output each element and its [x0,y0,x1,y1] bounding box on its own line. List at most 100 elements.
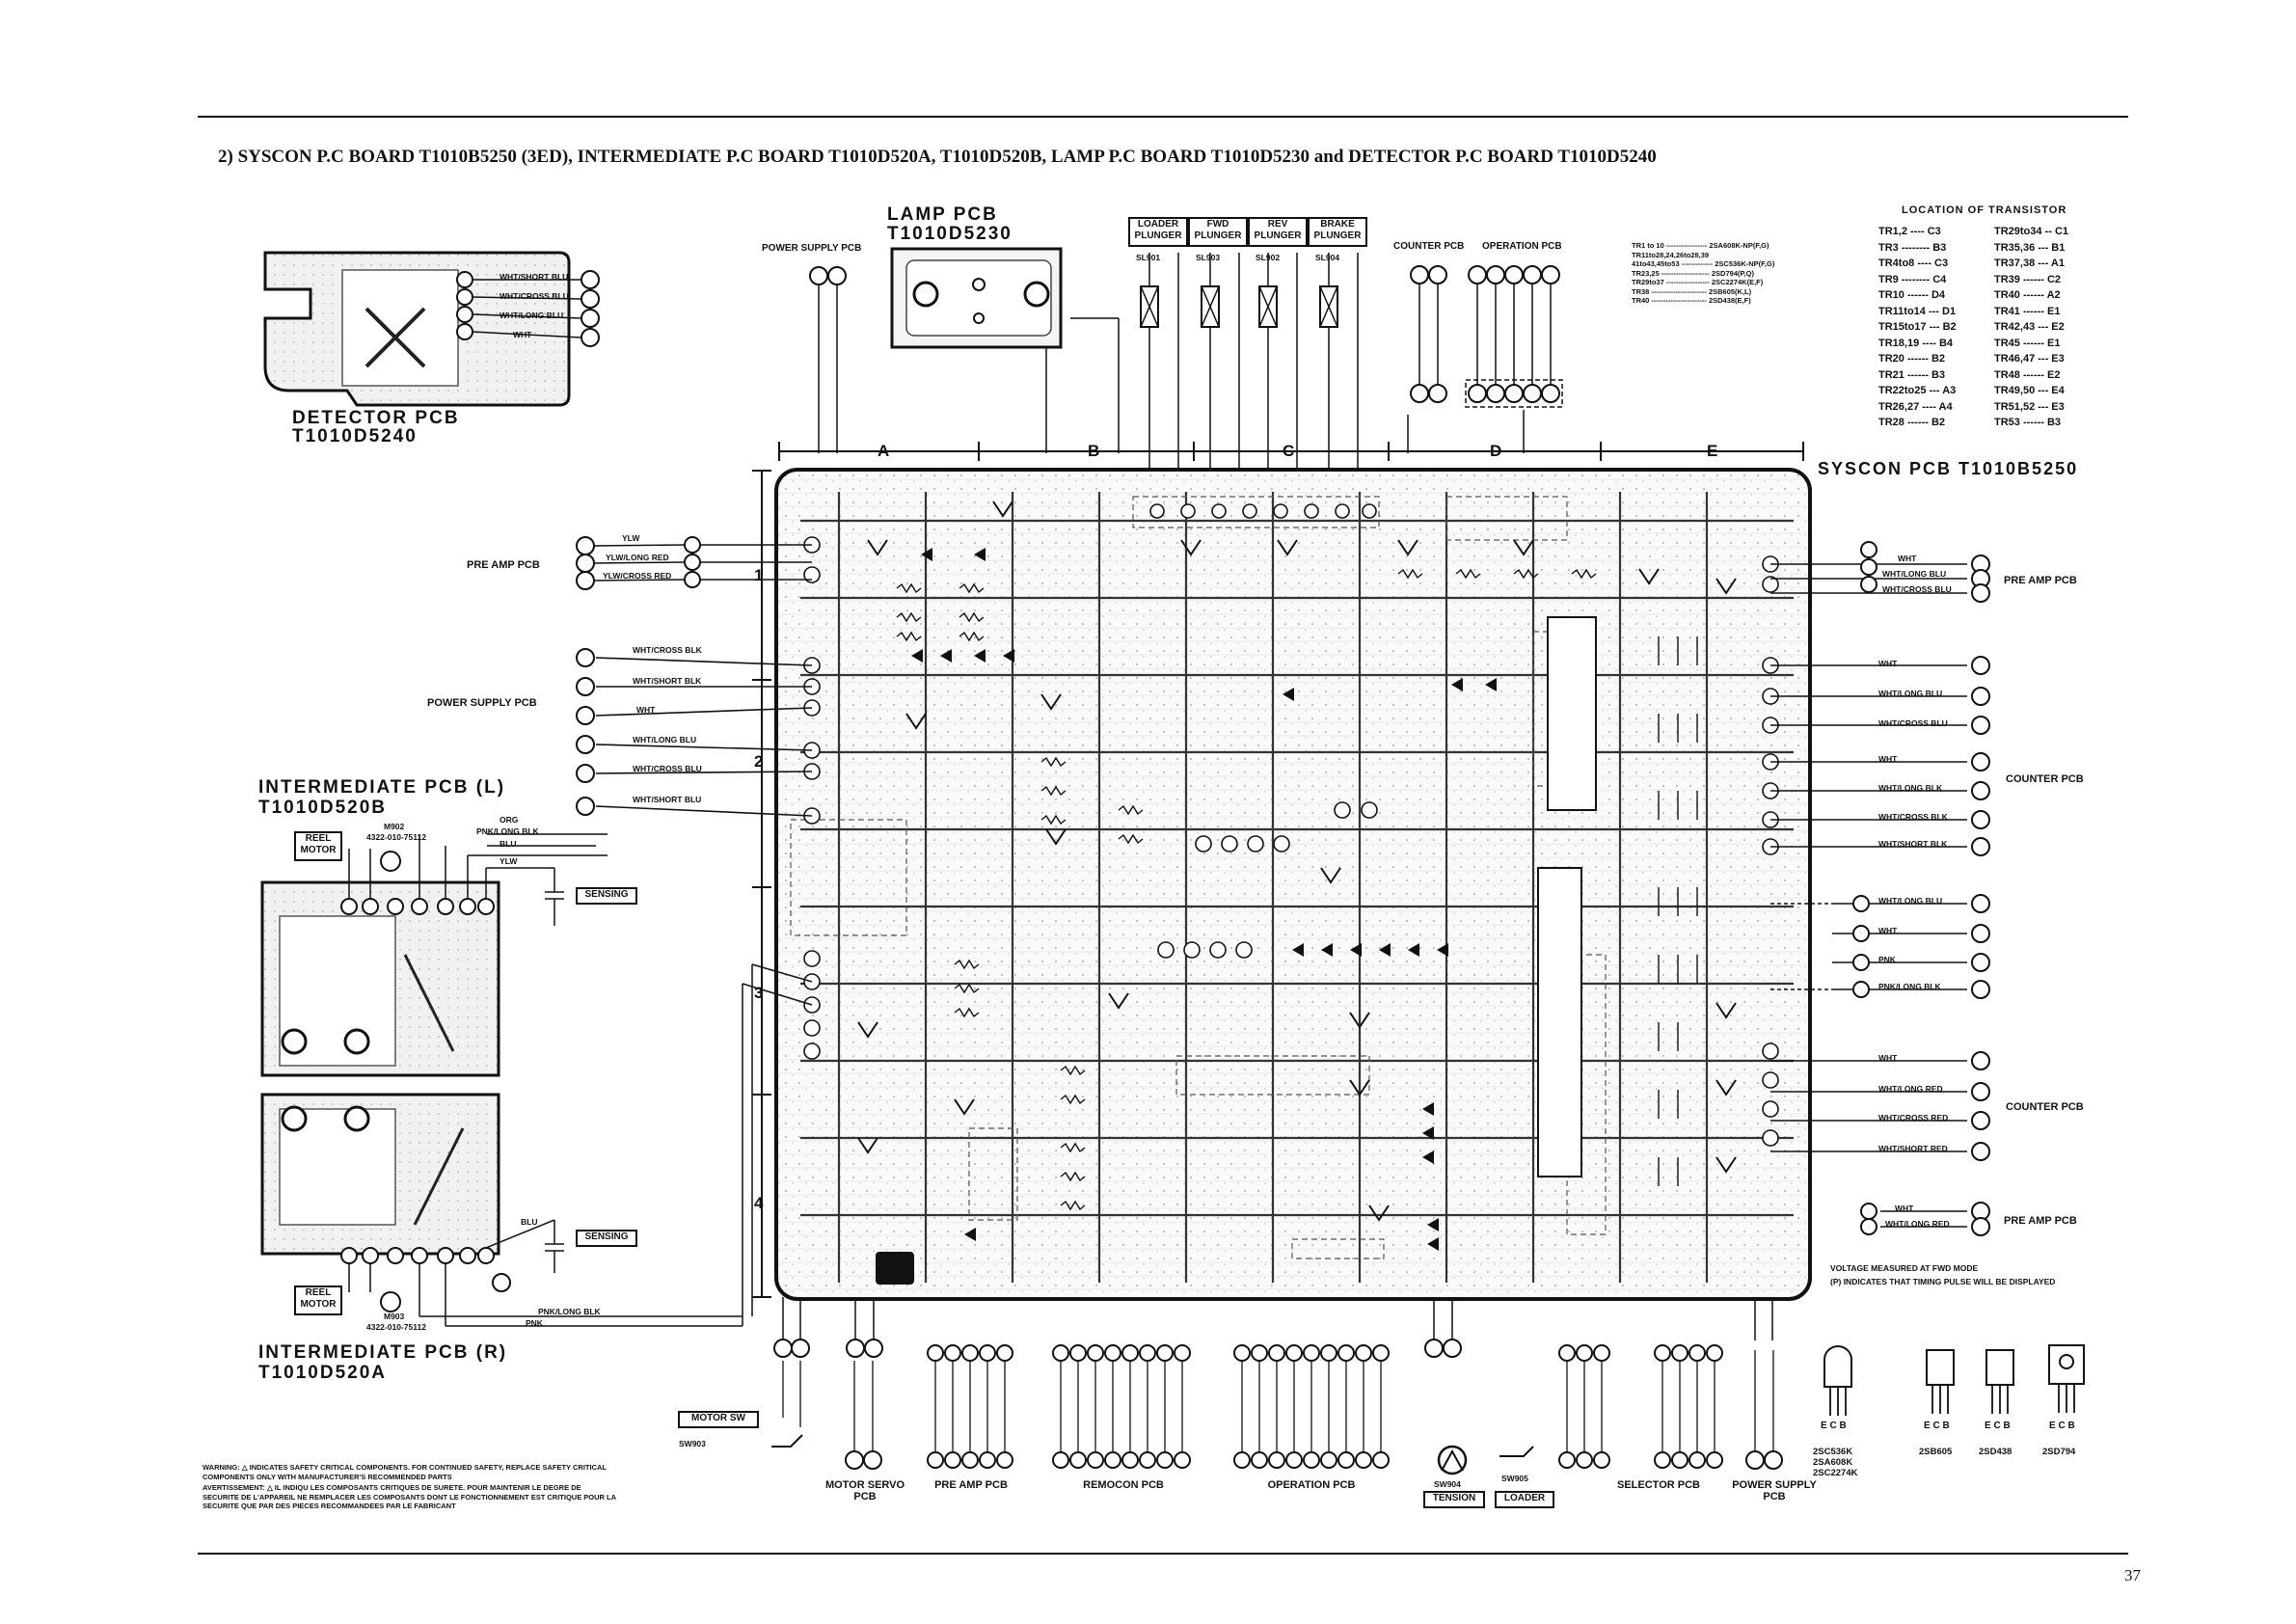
location-list-right: TR29to34 -- C1 TR35,36 --- B1 TR37,38 --… [1994,224,2068,431]
column-d: D [1490,442,1502,460]
sensing-l-box: SENSING [576,887,637,905]
top-rule [198,116,2128,118]
m902-part: 4322-010-75112 [366,832,426,842]
transistor-type-3: 41to43,45to53 ------------- 2SC536K-NP(F… [1632,259,1775,268]
bottom-pre-amp-label: PRE AMP PCB [934,1479,1008,1491]
bottom-operation-label: OPERATION PCB [1267,1479,1356,1491]
rev-plunger-box: REV PLUNGER [1248,217,1308,247]
location-left-10: TR21 ------ B3 [1878,368,1946,381]
intermediate-r-title: INTERMEDIATE PCB (R) [258,1342,508,1363]
m903-part: 4322-010-75112 [366,1322,426,1332]
location-right-1: TR29to34 -- C1 [1994,226,2069,237]
location-right-2: TR35,36 --- B1 [1994,241,2066,254]
left-pre-amp-wire-3: YLW/CROSS RED [603,571,672,581]
row-3: 3 [754,984,764,1002]
int-r-wire-3: PNK [526,1318,543,1328]
pkg3-type: 2SD438 [1979,1447,2012,1457]
right-counter-label-1: COUNTER PCB [2006,773,2084,785]
int-l-wire-3: BLU [500,839,517,849]
transistor-type-list: TR1 to 10 ----------------- 2SA608K-NP(F… [1632,241,1774,306]
int-r-wire-1: BLU [521,1217,538,1227]
top-counter-label: COUNTER PCB [1393,241,1465,252]
detector-pcb-code: T1010D5240 [292,426,418,447]
column-c: C [1283,442,1295,460]
motor-sw-box: MOTOR SW [678,1411,759,1428]
left-power-wire-2: WHT/SHORT BLK [633,676,702,686]
location-right-11: TR49,50 --- E4 [1994,385,2065,396]
right-pre-amp-label-1: PRE AMP PCB [2004,575,2077,586]
column-b: B [1088,442,1100,460]
right-g4-wire-1: WHT [1878,1053,1898,1063]
transistor-type-7: TR40 ----------------------- 2SD438(E,F) [1632,296,1751,305]
intermediate-l-code: T1010D520B [258,798,388,818]
lamp-pcb-code: T1010D5230 [887,224,1013,244]
left-power-wire-4: WHT/LONG BLU [633,735,697,744]
int-l-wire-4: YLW [500,856,518,866]
location-left-13: TR28 ------ B2 [1878,417,1946,428]
location-left-11: TR22to25 --- A3 [1878,385,1957,396]
location-right-13: TR53 ------ B3 [1994,417,2062,428]
pkg1-type-3: 2SC2274K [1813,1468,1858,1478]
warning-french: AVERTISSEMENT: △ IL INDIQU LES COMPOSANT… [203,1483,616,1510]
fwd-plunger-box: FWD PLUNGER [1188,217,1248,247]
pkg1-types: 2SC536K 2SA608K 2SC2274K [1813,1447,1857,1478]
left-power-wire-5: WHT/CROSS BLU [633,764,702,773]
detector-wire-4: WHT [513,330,532,339]
location-left-9: TR20 ------ B2 [1878,353,1946,365]
sw903-label: SW903 [679,1439,706,1448]
right-g3-wire-4: PNK/LONG BLK [1878,982,1941,991]
location-left-3: TR4to8 ---- C3 [1878,257,1949,269]
right-g2-wire-1: WHT [1878,659,1898,668]
location-right-3: TR37,38 --- A1 [1994,257,2065,269]
voltage-note-2: (P) INDICATES THAT TIMING PULSE WILL BE … [1830,1277,2056,1286]
motor-servo-label: MOTOR SERVO PCB [824,1479,905,1502]
right-counter-label-2: COUNTER PCB [2006,1101,2084,1113]
top-operation-label: OPERATION PCB [1482,241,1562,252]
m903-label: M903 [384,1312,405,1321]
right-g4-wire-2: WHT/LONG RED [1878,1084,1943,1094]
left-pre-amp-wire-2: YLW/LONG RED [606,553,669,562]
sw905-label: SW905 [1501,1474,1528,1483]
location-right-6: TR41 ------ E1 [1994,305,2061,317]
reel-motor-r-box: REEL MOTOR [294,1286,342,1315]
int-l-wire-2: PNK/LONG BLK [476,826,539,836]
location-left-1: TR1,2 ---- C3 [1878,226,1941,237]
right-g3-wire-1: WHT/LONG BLU [1878,896,1943,906]
pkg1-type-2: 2SA608K [1813,1457,1853,1468]
detector-pcb-title: DETECTOR PCB [292,408,460,428]
syscon-pcb-outline [774,468,1812,1301]
location-right-5: TR40 ------ A2 [1994,289,2061,301]
location-title: LOCATION OF TRANSISTOR [1902,204,2067,216]
transistor-type-6: TR38 ----------------------- 2SB605(K,L) [1632,286,1752,296]
m902-label: M902 [384,822,405,831]
left-power-wire-3: WHT [636,705,656,715]
right-g1-wire-2: WHT/LONG BLU [1882,569,1947,579]
pkg1-pins: E C B [1821,1421,1847,1431]
location-left-12: TR26,27 ---- A4 [1878,400,1953,413]
safety-warning: WARNING: △ INDICATES SAFETY CRITICAL COM… [203,1463,617,1511]
page-title: 2) SYSCON P.C BOARD T1010B5250 (3ED), IN… [218,147,1657,167]
bottom-rule [198,1553,2128,1555]
right-g2-wire-5: WHT/LONG BLK [1878,783,1943,793]
sensing-r-box: SENSING [576,1230,637,1247]
pkg2-type: 2SB605 [1919,1447,1953,1457]
right-g1-wire-3: WHT/CROSS BLU [1882,584,1952,594]
right-g5-wire-1: WHT [1895,1204,1914,1213]
detector-wire-2: WHT/CROSS BLU [500,291,569,301]
transistor-type-1: TR1 to 10 ----------------- 2SA608K-NP(F… [1632,241,1769,250]
location-left-6: TR11to14 --- D1 [1878,305,1957,317]
transistor-type-2: TR11to28,24,26to28,39 [1632,250,1710,259]
location-list-left: TR1,2 ---- C3 TR3 -------- B3 TR4to8 ---… [1878,224,1957,431]
detector-wire-1: WHT/SHORT BLU [500,272,569,282]
int-l-wire-1: ORG [500,815,519,825]
right-g4-wire-4: WHT/SHORT RED [1878,1144,1948,1153]
left-pre-amp-label: PRE AMP PCB [467,559,540,571]
detector-wire-3: WHT/LONG BLU [500,311,564,320]
location-right-8: TR45 ------ E1 [1994,337,2061,349]
column-e: E [1707,442,1718,460]
loader-plunger-box: LOADER PLUNGER [1128,217,1188,247]
row-2: 2 [754,752,764,771]
pkg1-type-1: 2SC536K [1813,1447,1853,1457]
right-g4-wire-3: WHT/CROSS RED [1878,1113,1949,1123]
loader-box: LOADER [1495,1491,1554,1508]
